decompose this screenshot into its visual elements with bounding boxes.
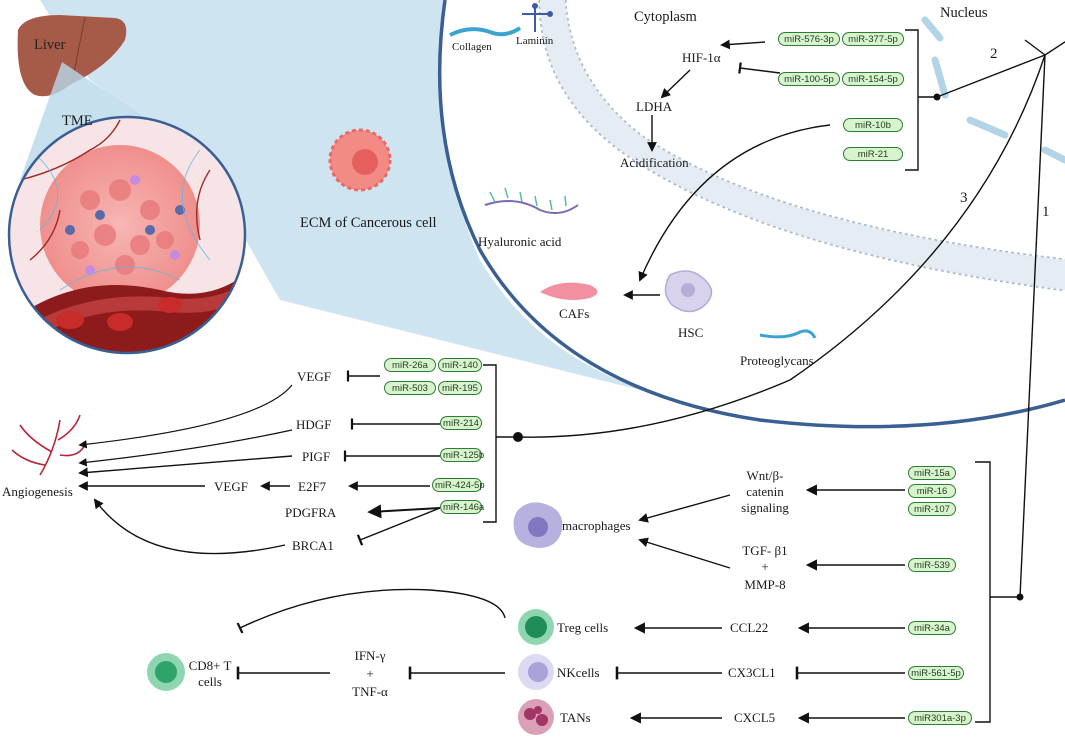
liver-label: Liver	[34, 37, 66, 53]
mir301a-3p: miR301a-3p	[908, 711, 972, 725]
ifn-line-3: TNF-α	[352, 684, 388, 699]
path-number-1: 1	[1042, 204, 1050, 220]
mir-16: miR-16	[908, 484, 956, 498]
target-vegf: VEGF	[297, 369, 331, 384]
mir-26a: miR-26a	[384, 358, 436, 372]
target-pdgfra: PDGFRA	[285, 505, 337, 520]
wnt-line-3: signaling	[741, 500, 789, 515]
hyaluronic-label: Hyaluronic acid	[478, 234, 562, 249]
membrane-inner	[563, 0, 1065, 262]
ifn-line-1: IFN-γ	[354, 648, 386, 663]
ccl22-label: CCL22	[730, 620, 769, 635]
path-number-2: 2	[990, 46, 998, 62]
mir-21: miR-21	[843, 147, 903, 161]
tan-cell	[518, 699, 554, 735]
hsc-label: HSC	[678, 325, 704, 340]
nk-label: NKcells	[557, 665, 600, 680]
mir-576-3p: miR-576-3p	[778, 32, 840, 46]
ecm-cancer-label: ECM of Cancerous cell	[300, 215, 437, 231]
mir-195: miR-195	[438, 381, 482, 395]
proteoglycans-label: Proteoglycans	[740, 353, 814, 368]
mir-503: miR-503	[384, 381, 436, 395]
tgf-line-2: +	[761, 559, 769, 574]
nucleus-title: Nucleus	[940, 5, 988, 21]
mir-140: miR-140	[438, 358, 482, 372]
mir-10b: miR-10b	[843, 118, 903, 132]
nucleus-fragments	[921, 16, 1065, 164]
cafs-label: CAFs	[559, 306, 590, 321]
caf-cell	[540, 282, 598, 300]
collagen-label: Collagen	[452, 41, 492, 53]
macrophage-cell	[513, 502, 563, 548]
laminin-icon	[522, 3, 553, 32]
ifn-line-2: +	[366, 666, 374, 681]
wnt-line-2: catenin	[746, 484, 784, 499]
membrane-fill	[540, 0, 1065, 290]
mir-154-5p: miR-154-5p	[842, 72, 904, 86]
cd8-cell	[147, 653, 185, 691]
cytoplasm-title: Cytoplasm	[634, 9, 697, 25]
tme-circle	[9, 117, 245, 353]
angiogenesis-icon	[11, 414, 86, 476]
mir-561-5p: miR-561-5p	[908, 666, 964, 680]
treg-cell	[518, 609, 554, 645]
target-vegf-2: VEGF	[214, 479, 248, 494]
angiogenesis-label: Angiogenesis	[2, 484, 73, 499]
ecm-region	[40, 0, 660, 395]
cx3cl1-label: CX3CL1	[728, 665, 776, 680]
cancer-cell-border	[437, 0, 1065, 429]
mir-100-5p: miR-100-5p	[778, 72, 840, 86]
mir-15a: miR-15a	[908, 466, 956, 480]
tme-label: TME	[62, 113, 93, 129]
mir-107: miR-107	[908, 502, 956, 516]
target-pigf: PIGF	[302, 449, 331, 464]
acidification-label: Acidification	[620, 155, 689, 170]
path-number-3: 3	[960, 190, 968, 206]
hyaluronic-icon	[484, 200, 579, 215]
collagen-icon	[449, 26, 522, 37]
mir-214: miR-214	[440, 416, 482, 430]
treg-label: Treg cells	[557, 620, 609, 635]
nk-cell	[518, 654, 554, 690]
macrophages-label: macrophages	[562, 518, 631, 533]
tans-label: TANs	[560, 710, 591, 725]
mir-377-5p: miR-377-5p	[842, 32, 904, 46]
target-hdgf: HDGF	[296, 417, 332, 432]
hif-label: HIF-1α	[682, 50, 721, 65]
wnt-line-1: Wnt/β-	[746, 468, 784, 483]
ldha-label: LDHA	[636, 99, 673, 114]
tgf-line-1: TGF- β1	[742, 543, 788, 558]
mir-34a: miR-34a	[908, 621, 956, 635]
mir-539: miR-539	[908, 558, 956, 572]
cxcl5-label: CXCL5	[734, 710, 776, 725]
target-e2f7: E2F7	[298, 479, 327, 494]
mir-146a: miR-146a	[440, 500, 484, 514]
proteoglycan-icon	[759, 329, 817, 339]
target-brca1: BRCA1	[292, 538, 334, 553]
tgf-line-3: MMP-8	[744, 577, 786, 592]
laminin-label: Laminin	[516, 35, 554, 47]
cd8-line-2: cells	[198, 674, 222, 689]
mir-125b: miR-125b	[440, 448, 484, 462]
mir-424-5p: miR-424-5p	[432, 478, 485, 492]
cd8-line-1: CD8+ T	[188, 658, 232, 673]
liver-organ	[17, 15, 127, 97]
